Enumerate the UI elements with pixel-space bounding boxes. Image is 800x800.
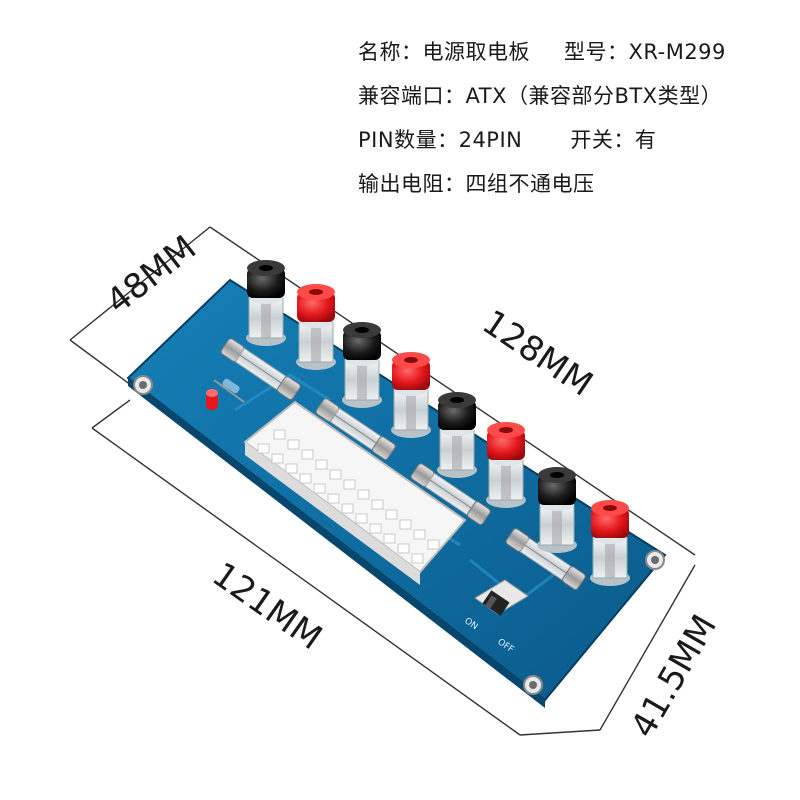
dim-tick-bl — [91, 399, 131, 429]
spec-port-row: 兼容端口：ATX（兼容部分BTX类型） — [358, 74, 726, 118]
port-value: ATX（兼容部分BTX类型） — [465, 84, 723, 108]
fuse-group — [220, 338, 586, 590]
connector-pin — [257, 443, 270, 454]
dim-line-41-5 — [599, 564, 696, 731]
connector-pin — [411, 553, 424, 564]
connector-pin — [357, 489, 370, 500]
connector-pin — [315, 459, 328, 470]
red-binding-post[interactable] — [391, 352, 431, 438]
connector-pin — [329, 469, 342, 480]
connector-pin — [371, 499, 384, 510]
name-label: 名称： — [358, 40, 423, 64]
connector-pin — [397, 543, 410, 554]
red-binding-post[interactable] — [590, 500, 630, 586]
connector-pin — [301, 449, 314, 460]
black-binding-post[interactable] — [342, 322, 382, 408]
dim-label-48: 48MM — [99, 228, 204, 322]
connector-pin — [285, 463, 298, 474]
spec-block: 名称：电源取电板 型号：XR-M299 兼容端口：ATX（兼容部分BTX类型） P… — [358, 30, 726, 206]
dim-label-128: 128MM — [475, 302, 600, 404]
connector-pin — [355, 513, 368, 524]
connector-pin — [399, 519, 412, 530]
pin-label: PIN数量： — [358, 128, 459, 152]
dim-label-41-5: 41.5MM — [623, 608, 725, 744]
atx-24pin-connector — [243, 400, 467, 585]
dim-line-48 — [69, 226, 211, 341]
red-binding-post[interactable] — [486, 422, 526, 508]
mounting-holes — [133, 375, 665, 695]
dim-line-121 — [91, 427, 521, 736]
spec-pin-row: PIN数量：24PIN 开关：有 — [358, 118, 726, 162]
connector-pin — [383, 533, 396, 544]
spec-output-row: 输出电阻：四组不通电压 — [358, 162, 726, 206]
glass-fuse — [315, 398, 396, 460]
connector-pin — [299, 473, 312, 484]
model-label: 型号： — [564, 40, 629, 64]
glass-fuse — [220, 338, 301, 400]
output-value: 四组不通电压 — [465, 172, 595, 196]
black-binding-post[interactable] — [246, 260, 286, 346]
connector-pin — [271, 453, 284, 464]
model-value: XR-M299 — [628, 40, 726, 64]
dim-label-121: 121MM — [205, 555, 329, 659]
connector-pin — [427, 539, 440, 550]
connector-pin — [343, 479, 356, 490]
name-value: 电源取电板 — [422, 40, 530, 64]
switch-label: 开关： — [570, 128, 635, 152]
glass-fuse — [410, 463, 491, 525]
dim-tick-bottom — [519, 729, 601, 736]
connector-pin — [385, 509, 398, 520]
output-label: 输出电阻： — [358, 172, 466, 196]
pin-value: 24PIN — [458, 128, 523, 152]
connector-pin — [413, 529, 426, 540]
power-switch[interactable]: ON OFF — [462, 579, 529, 655]
red-binding-post[interactable] — [296, 284, 336, 370]
black-binding-post[interactable] — [437, 392, 477, 478]
glass-fuse — [505, 528, 586, 590]
spec-name-row: 名称：电源取电板 型号：XR-M299 — [358, 30, 726, 74]
connector-pin — [287, 439, 300, 450]
port-label: 兼容端口： — [358, 84, 466, 108]
switch-value: 有 — [634, 128, 657, 152]
connector-pin — [341, 503, 354, 514]
connector-pin — [313, 483, 326, 494]
black-binding-post[interactable] — [537, 467, 577, 553]
led-indicator — [206, 378, 245, 410]
connector-pin — [273, 429, 286, 440]
dim-tick-left — [69, 339, 136, 389]
terminal-group — [246, 260, 630, 586]
connector-pin — [327, 493, 340, 504]
connector-pin — [369, 523, 382, 534]
